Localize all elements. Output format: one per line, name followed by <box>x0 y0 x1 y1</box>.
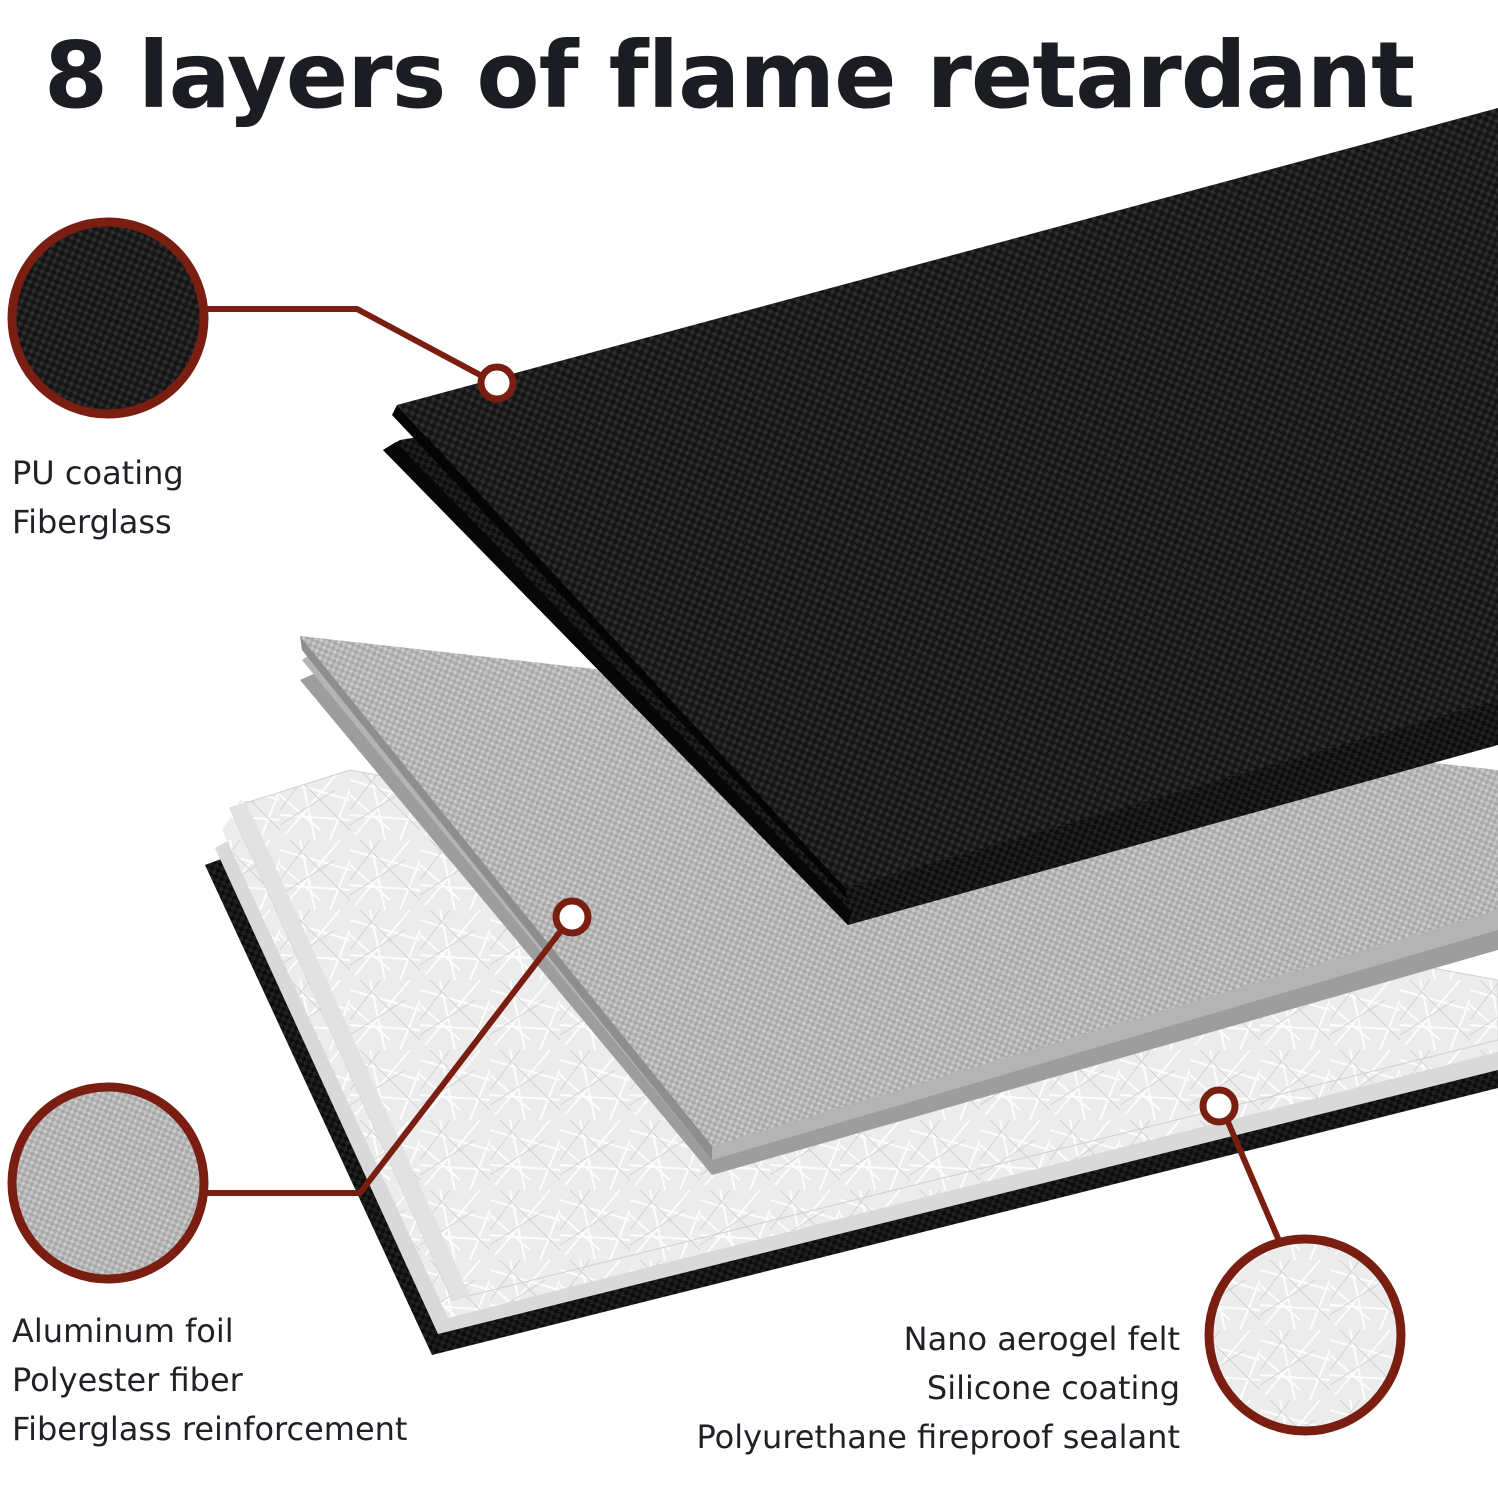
leader-line-top <box>204 306 484 379</box>
leader-line-middle <box>204 930 563 1196</box>
callout-bottom-label: Nano aerogel felt Silicone coating Polyu… <box>696 1315 1180 1462</box>
page-title: 8 layers of flame retardant <box>44 22 1415 129</box>
leader-line-bottom <box>1225 1120 1283 1245</box>
callout-line: Polyurethane fireproof sealant <box>696 1418 1180 1456</box>
callout-line: Fiberglass <box>12 503 172 541</box>
callout-line: Fiberglass reinforcement <box>12 1410 408 1448</box>
ring-dot-icon-middle <box>552 897 592 937</box>
ring-dot-icon-bottom <box>1199 1086 1239 1126</box>
callout-line: Aluminum foil <box>12 1312 234 1350</box>
callout-line: Silicone coating <box>926 1369 1180 1407</box>
circle-zoom-icon-bottom <box>1204 1234 1406 1436</box>
pu-coating-layers <box>383 108 1498 925</box>
callout-top-label: PU coating Fiberglass <box>12 449 184 547</box>
circle-zoom-icon-top <box>7 217 209 419</box>
callout-middle-label: Aluminum foil Polyester fiber Fiberglass… <box>12 1307 407 1454</box>
circle-zoom-icon-middle <box>7 1082 209 1284</box>
leader-lines <box>204 306 1283 1245</box>
ring-dot-icon-top <box>477 363 517 403</box>
callout-line: PU coating <box>12 454 184 492</box>
callout-line: Polyester fiber <box>12 1361 243 1399</box>
callout-line: Nano aerogel felt <box>903 1320 1180 1358</box>
